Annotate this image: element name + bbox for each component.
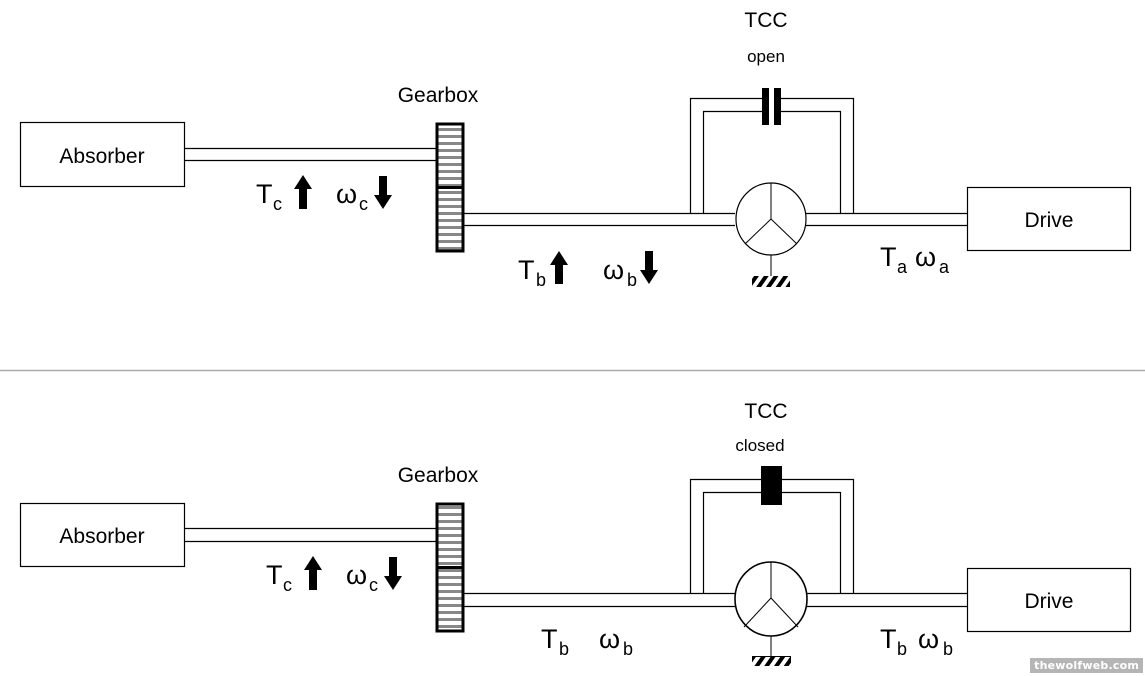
- gearbox: [435, 122, 465, 253]
- svg-text:b: b: [623, 639, 633, 659]
- tcc-clutch-closed: [761, 466, 782, 505]
- svg-text:c: c: [283, 575, 292, 595]
- svg-text:a: a: [939, 257, 950, 277]
- svg-text:T: T: [256, 179, 273, 209]
- absorber-box: [19, 121, 186, 188]
- tcc-clutch-open: [762, 88, 781, 125]
- torque-converter-icon: [734, 561, 808, 656]
- input-shaft: [184, 527, 436, 543]
- drive-box: [966, 186, 1132, 252]
- panel-tcc-closed: Absorber Gearbox TCC closed: [19, 400, 1132, 666]
- tcc-label: TCC: [744, 400, 787, 423]
- svg-text:b: b: [627, 270, 637, 290]
- output-torque-label: T a: [880, 242, 908, 277]
- svg-text:c: c: [273, 194, 282, 214]
- input-torque-label: T c: [266, 560, 292, 595]
- absorber-box: [19, 502, 186, 568]
- intermediate-shaft: [463, 212, 735, 227]
- input-speed-label: ω c: [346, 560, 378, 595]
- arrow-up-icon: [550, 251, 568, 284]
- intermediate-shaft: [463, 592, 735, 608]
- tcc-bypass-frame: [689, 97, 855, 213]
- ground-icon: [752, 656, 791, 666]
- tcc-state-label: open: [747, 47, 785, 66]
- mid-torque-label: T b: [541, 624, 569, 659]
- svg-text:b: b: [897, 639, 907, 659]
- output-shaft: [806, 212, 967, 227]
- output-torque-label: T b: [880, 624, 907, 659]
- tcc-bypass-frame: [689, 478, 855, 593]
- svg-text:T: T: [541, 624, 558, 654]
- svg-text:ω: ω: [599, 624, 620, 654]
- tcc-state-label: closed: [735, 436, 784, 455]
- gearbox: [435, 502, 465, 633]
- input-shaft: [184, 147, 436, 162]
- panel-tcc-open: Absorber Gearbox TCC open: [19, 9, 1132, 290]
- svg-text:b: b: [559, 639, 569, 659]
- arrow-down-icon: [640, 251, 658, 284]
- tcc-label: TCC: [744, 9, 787, 32]
- drive-box: [966, 567, 1132, 633]
- output-speed-label: ω a: [915, 242, 950, 277]
- svg-text:ω: ω: [603, 255, 624, 285]
- svg-text:c: c: [369, 575, 378, 595]
- svg-text:ω: ω: [915, 242, 936, 272]
- svg-text:T: T: [518, 255, 535, 285]
- svg-text:b: b: [943, 639, 953, 659]
- svg-text:ω: ω: [336, 179, 357, 209]
- svg-text:T: T: [266, 560, 283, 590]
- mid-speed-label: ω b: [603, 255, 637, 290]
- svg-text:c: c: [359, 194, 368, 214]
- drive-label: Drive: [1024, 590, 1073, 613]
- arrow-down-icon: [374, 176, 392, 209]
- mid-speed-label: ω b: [599, 624, 633, 659]
- arrow-up-icon: [294, 175, 312, 209]
- arrow-down-icon: [384, 557, 402, 590]
- svg-text:T: T: [880, 624, 897, 654]
- arrow-up-icon: [304, 556, 322, 590]
- gearbox-label: Gearbox: [398, 84, 479, 107]
- svg-text:b: b: [536, 270, 546, 290]
- output-speed-label: ω b: [918, 624, 953, 659]
- input-torque-label: T c: [256, 179, 282, 214]
- absorber-label: Absorber: [59, 145, 144, 168]
- watermark: thewolfweb.com: [1030, 658, 1143, 673]
- ground-icon: [752, 276, 790, 287]
- svg-text:ω: ω: [918, 624, 939, 654]
- drive-label: Drive: [1024, 209, 1073, 232]
- output-shaft: [806, 592, 967, 608]
- absorber-label: Absorber: [59, 525, 144, 548]
- input-speed-label: ω c: [336, 179, 368, 214]
- svg-text:ω: ω: [346, 560, 367, 590]
- mid-torque-label: T b: [518, 255, 546, 290]
- svg-text:a: a: [897, 257, 908, 277]
- svg-text:T: T: [880, 242, 897, 272]
- torque-converter-icon: [735, 182, 807, 276]
- gearbox-label: Gearbox: [398, 464, 479, 487]
